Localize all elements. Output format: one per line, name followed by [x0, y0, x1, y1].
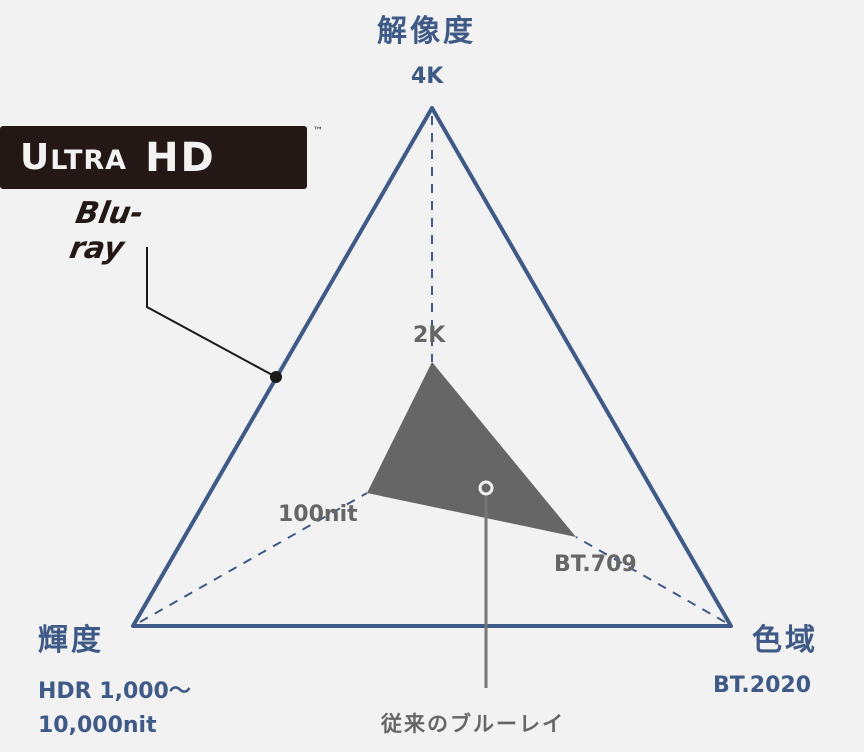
- logo-box: ULTRA HD: [0, 126, 307, 189]
- logo-ultra-text: ULTRA: [20, 136, 128, 178]
- legacy-bluray-triangle: [367, 362, 576, 537]
- resolution-title: 解像度: [377, 14, 476, 49]
- color-gamut-max-value: BT.2020: [713, 673, 812, 698]
- resolution-legacy-value: 2K: [413, 323, 446, 348]
- axis-dashed-lines: [139, 116, 726, 623]
- brightness-max-value-line1: HDR 1,000～: [38, 679, 191, 704]
- brightness-max-value-line2: 10,000nit: [38, 713, 157, 738]
- trademark-symbol: ™: [313, 126, 323, 137]
- brightness-legacy-value: 100nit: [278, 502, 358, 527]
- brightness-title: 輝度: [38, 623, 104, 658]
- color-gamut-title: 色域: [752, 623, 818, 658]
- axis-line-gamut: [575, 536, 726, 623]
- legacy-bluray-label: 従来のブルーレイ: [381, 712, 565, 736]
- logo-bluray-text: Blu-ray: [66, 196, 147, 266]
- logo-hd-text: HD: [145, 134, 216, 181]
- color-gamut-legacy-value: BT.709: [554, 552, 637, 577]
- logo-ultra-rest: LTRA: [50, 144, 128, 176]
- logo-ultra-first: U: [20, 136, 51, 178]
- logo-callout-line: [146, 247, 277, 378]
- logo-callout-dot: [270, 371, 282, 383]
- ultra-hd-triangle: [131, 106, 733, 628]
- legacy-callout-dot: [478, 480, 494, 496]
- resolution-max-value: 4K: [411, 64, 444, 89]
